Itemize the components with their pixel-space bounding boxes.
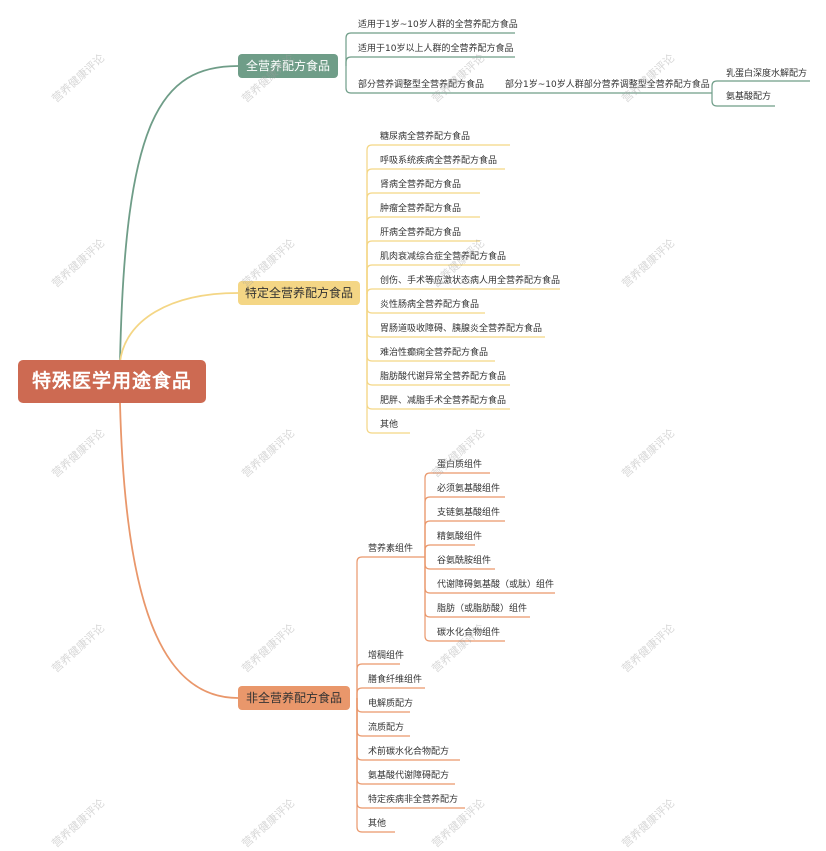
nonfull-item: 氨基酸代谢障碍配方 <box>368 771 450 781</box>
bracket-line <box>366 144 510 293</box>
nonfull-group-item: 代谢障碍氨基酸（或肽）组件 <box>437 580 555 590</box>
bracket-line <box>345 66 500 94</box>
curve-full <box>119 65 239 363</box>
specific-item: 炎性肠病全营养配方食品 <box>380 300 480 310</box>
specific-item: 肿瘤全营养配方食品 <box>380 204 462 214</box>
bracket-line <box>356 556 425 698</box>
bracket-line <box>366 288 560 295</box>
bracket-line <box>366 293 410 434</box>
bracket-line <box>356 663 400 698</box>
nonfull-group-item: 谷氨酰胺组件 <box>437 556 492 566</box>
nonfull-item: 特定疾病非全营养配方 <box>368 795 459 805</box>
curve-specific <box>119 292 239 363</box>
branch-full-nutrition: 全营养配方食品 <box>238 54 338 78</box>
nonfull-item: 电解质配方 <box>368 699 414 709</box>
nonfull-group-item: 脂肪（或脂肪酸）组件 <box>437 604 528 614</box>
branch-specific-full-nutrition: 特定全营养配方食品 <box>238 281 360 305</box>
bracket-line <box>424 544 475 557</box>
nonfull-item: 其他 <box>368 819 387 829</box>
full-item: 部分营养调整型全营养配方食品 <box>358 80 485 90</box>
specific-item: 呼吸系统疾病全营养配方食品 <box>380 156 498 166</box>
specific-item: 肌肉衰减综合症全营养配方食品 <box>380 252 507 262</box>
nonfull-group-item: 蛋白质组件 <box>437 460 483 470</box>
nonfull-item: 膳食纤维组件 <box>368 675 423 685</box>
branch-non-full-nutrition: 非全营养配方食品 <box>238 686 350 710</box>
bracket-line <box>356 687 425 698</box>
nonfull-group-item: 碳水化合物组件 <box>437 628 501 638</box>
specific-item: 肝病全营养配方食品 <box>380 228 462 238</box>
specific-item: 难治性癫痫全营养配方食品 <box>380 348 489 358</box>
bracket-line <box>711 93 775 107</box>
bracket-line <box>424 520 505 557</box>
specific-item: 其他 <box>380 420 399 430</box>
full-item: 适用于1岁~10岁人群的全营养配方食品 <box>358 20 518 30</box>
specific-item: 糖尿病全营养配方食品 <box>380 132 471 142</box>
full-sub-node: 部分1岁~10岁人群部分营养调整型全营养配方食品 <box>505 80 710 90</box>
full-sub-item: 氨基酸配方 <box>726 92 772 102</box>
bracket-line <box>711 80 810 93</box>
bracket-line <box>366 216 480 293</box>
bracket-line <box>366 192 480 293</box>
full-sub-item: 乳蛋白深度水解配方 <box>726 69 808 79</box>
bracket-line <box>345 32 515 66</box>
nonfull-item: 流质配方 <box>368 723 405 733</box>
specific-item: 肥胖、减脂手术全营养配方食品 <box>380 396 507 406</box>
bracket-line <box>424 472 490 557</box>
nonfull-item: 术前碳水化合物配方 <box>368 747 450 757</box>
full-item: 适用于10岁以上人群的全营养配方食品 <box>358 44 514 54</box>
specific-item: 肾病全营养配方食品 <box>380 180 462 190</box>
nonfull-item: 增稠组件 <box>368 651 405 661</box>
specific-item: 脂肪酸代谢异常全营养配方食品 <box>380 372 507 382</box>
specific-item: 胃肠道吸收障碍、胰腺炎全营养配方食品 <box>380 324 543 334</box>
nonfull-group-item: 支链氨基酸组件 <box>437 508 501 518</box>
bracket-line <box>356 698 395 833</box>
bracket-line <box>424 496 505 557</box>
nonfull-group-item: 精氨酸组件 <box>437 532 483 542</box>
bracket-line <box>366 264 520 293</box>
bracket-line <box>424 557 505 642</box>
bracket-line <box>345 56 515 66</box>
specific-item: 创伤、手术等应激状态病人用全营养配方食品 <box>380 276 561 286</box>
root-node: 特殊医学用途食品 <box>18 360 206 403</box>
bracket-line <box>366 240 480 293</box>
curve-nonfull <box>119 402 239 699</box>
bracket-line <box>366 168 505 293</box>
nonfull-group-node: 营养素组件 <box>368 544 414 554</box>
nonfull-group-item: 必须氨基酸组件 <box>437 484 501 494</box>
